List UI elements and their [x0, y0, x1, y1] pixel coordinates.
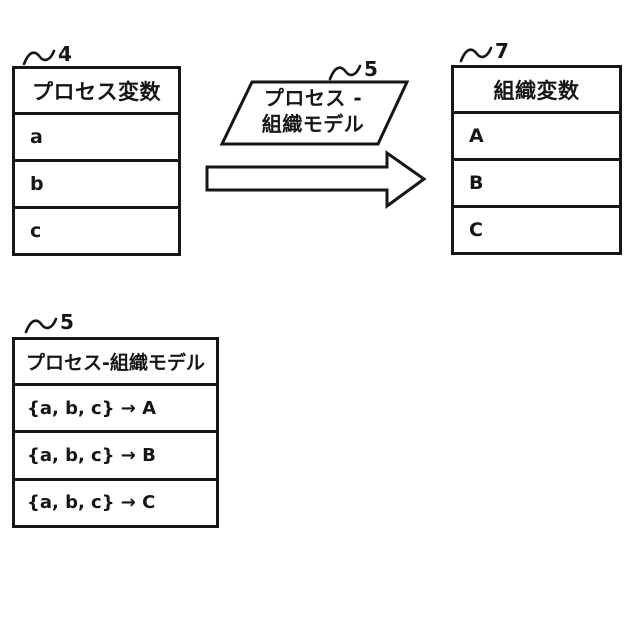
ref-label-4: 4 — [22, 44, 72, 69]
ref-number: 4 — [58, 42, 72, 66]
org-table-header: 組織変数 — [493, 78, 580, 103]
table-row: a — [15, 112, 178, 159]
table-row: C — [454, 205, 619, 252]
ref-number: 5 — [60, 310, 74, 334]
table-row: {a, b, c} → B — [15, 430, 216, 477]
table-row: {a, b, c} → C — [15, 477, 216, 525]
ref-number: 5 — [364, 57, 378, 81]
table-row: B — [454, 158, 619, 205]
ref-squiggle-icon — [22, 49, 56, 66]
process-variables-table: プロセス変数 a b c — [12, 66, 181, 256]
table-row: b — [15, 159, 178, 206]
ref-squiggle-icon — [328, 64, 362, 81]
table-row: {a, b, c} → A — [15, 383, 216, 430]
table-row: c — [15, 206, 178, 253]
ref-squiggle-icon — [24, 317, 58, 334]
ref-label-7: 7 — [459, 41, 509, 66]
process-table-header: プロセス変数 — [32, 79, 161, 104]
ref-number: 7 — [495, 39, 509, 63]
model-parallelogram-icon — [219, 80, 410, 146]
ref-label-5-shape: 5 — [328, 59, 378, 84]
table-row: A — [454, 111, 619, 158]
model-table-header: プロセス-組織モデル — [26, 352, 205, 374]
ref-squiggle-icon — [459, 46, 493, 63]
block-arrow-icon — [205, 150, 427, 209]
model-label-line2: 組織モデル — [261, 112, 365, 136]
process-organization-model-table: プロセス-組織モデル {a, b, c} → A {a, b, c} → B {… — [12, 337, 219, 528]
model-label-line1: プロセス - — [263, 86, 363, 110]
ref-label-5-table: 5 — [24, 312, 74, 337]
model-parallelogram-label: プロセス - 組織モデル — [237, 85, 389, 137]
organization-variables-table: 組織変数 A B C — [451, 65, 622, 255]
